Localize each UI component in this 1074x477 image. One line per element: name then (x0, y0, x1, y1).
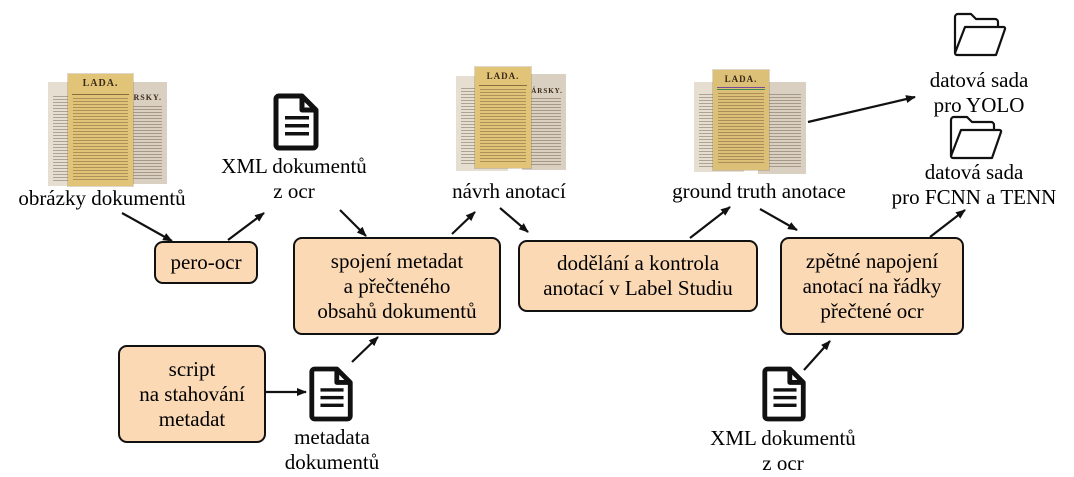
arrow-backmap-to-fcnn (929, 209, 966, 238)
metadata-label: metadata dokumentů (284, 425, 380, 474)
pero-ocr-box: pero-ocr (154, 241, 258, 284)
arrow-xml-to-merge (339, 209, 367, 237)
label-studio-box: dodělání a kontrola anotací v Label Stud… (518, 240, 758, 312)
arrow-xmlbottom-to-backmap (803, 340, 831, 371)
annotation-proposal-label: návrh anotací (452, 179, 566, 203)
arrow-pero-to-xml (227, 212, 265, 241)
folder-icon (949, 115, 1003, 160)
newspaper-page-front: LADA. (68, 74, 133, 186)
document-icon (762, 366, 806, 422)
newspaper-page-front: LADA. (475, 67, 531, 168)
arrow-labelstudio-to-groundtruth (689, 206, 731, 239)
arrow-proposal-to-labelstudio (499, 207, 529, 233)
arrow-groundtruth-to-backmap (759, 208, 798, 231)
arrow-groundtruth-to-yolo (807, 95, 916, 124)
arrow-metadata-to-merge (351, 336, 379, 363)
document-images-label: obrázky dokumentů (18, 186, 186, 210)
document-icon (309, 366, 353, 422)
newspaper-page-front: LADA. (713, 70, 769, 170)
fcnn-tenn-dataset-label: datová sada pro FCNN a TENN (891, 160, 1057, 209)
xml-documents-label: XML dokumentů z ocr (221, 154, 367, 203)
merge-metadata-box: spojení metadat a přečteného obsahů doku… (293, 237, 501, 335)
yolo-dataset-label: datová sada pro YOLO (929, 68, 1029, 117)
backmap-annotations-box: zpětné napojení anotací na řádky přečten… (780, 237, 964, 335)
folder-icon (953, 12, 1007, 57)
ground-truth-label: ground truth anotace (672, 179, 846, 203)
xml-documents-bottom-label: XML dokumentů z ocr (710, 426, 856, 475)
arrow-merge-to-proposal (451, 211, 476, 235)
document-icon (273, 93, 319, 151)
arrow-images-to-pero (121, 212, 173, 242)
metadata-script-box: script na stahování metadat (118, 345, 266, 443)
